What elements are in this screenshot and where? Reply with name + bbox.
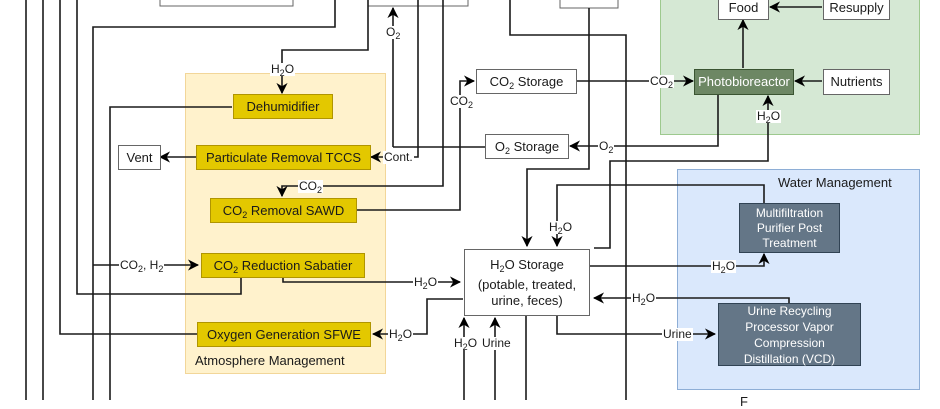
line-oxygen-gen-out (59, 0, 198, 335)
dehumidifier-node[interactable]: Dehumidifier (233, 94, 333, 119)
label-h2o-photobio: H2O (756, 109, 782, 125)
label-h2o-oxygen-gen: H2O (388, 327, 414, 343)
nutrients-node[interactable]: Nutrients (823, 69, 890, 95)
line-cont (369, 0, 419, 163)
resupply-node[interactable]: Resupply (823, 0, 890, 20)
line-h2o-urine-proc (592, 292, 790, 304)
line-h2o-dehumidifier (276, 0, 369, 95)
line-co2-sawd (276, 0, 444, 198)
label-urine-bottom: Urine (481, 336, 512, 350)
co2-reduction-node[interactable]: CO2 Reduction Sabatier (201, 253, 365, 278)
label-co2h2: CO2, H2 (119, 258, 165, 274)
urine-processor-node[interactable]: Urine Recycling Processor Vapor Compress… (718, 303, 861, 366)
particulate-removal-node[interactable]: Particulate Removal TCCS (196, 145, 371, 170)
line-long-right (509, 0, 627, 400)
line-h2o-return (551, 184, 765, 248)
line-top-loop (92, 0, 336, 400)
food-node[interactable]: Food (718, 0, 769, 20)
label-o2-storage: O2 (598, 139, 615, 155)
label-co2-sawd: CO2 (298, 179, 324, 195)
label-co2-photobio: CO2 (649, 74, 675, 90)
label-h2o-return: H2O (548, 220, 574, 236)
line-sabatier-h2o (282, 276, 462, 288)
h2o-storage-line2: (potable, treated, (477, 276, 577, 292)
label-h2o-bottom: H2O (453, 336, 479, 352)
top-box-left (159, 0, 294, 7)
oxygen-generation-node[interactable]: Oxygen Generation SFWE (197, 322, 371, 347)
label-h2o-dehumidifier: H2O (270, 62, 296, 78)
water-management-title: Water Management (778, 175, 892, 190)
connector-lines (25, 0, 822, 400)
label-h2o-multifiltration: H2O (711, 259, 737, 275)
label-urine-out: Urine (662, 327, 693, 341)
vent-node[interactable]: Vent (118, 145, 161, 170)
food-production-group (660, 0, 920, 135)
co2-removal-label: CO2 Removal SAWD (222, 202, 345, 220)
label-h2o-sabatier: H2O (413, 275, 439, 291)
label-cont: Cont. (383, 150, 414, 164)
co2-removal-node[interactable]: CO2 Removal SAWD (210, 198, 357, 223)
co2-storage-label: CO2 Storage (489, 73, 564, 91)
h2o-storage-line3: urine, feces) (491, 292, 563, 308)
line-o2-storage (568, 95, 719, 152)
label-co2-storage-in: CO2 (449, 94, 475, 110)
line-sawd-co2storage (357, 75, 476, 211)
line-sabatier-out (76, 0, 242, 295)
co2-storage-node[interactable]: CO2 Storage (476, 69, 577, 94)
h2o-storage-title: H2O Storage (490, 256, 564, 274)
o2-storage-label: O2 Storage (494, 138, 560, 156)
line-dehumidifier-out (109, 106, 232, 400)
line-into-h2o-storage (521, 8, 590, 248)
o2-storage-node[interactable]: O2 Storage (485, 134, 569, 159)
line-h2o-oxygen-gen (371, 298, 463, 340)
label-o2-up: O2 (385, 25, 402, 41)
photobioreactor-node[interactable]: Photobioreactor (694, 69, 794, 95)
atmosphere-management-title: Atmosphere Management (195, 353, 345, 368)
label-h2o-urine-proc: H2O (631, 291, 657, 307)
line-h2o-photobio (594, 94, 774, 249)
h2o-storage-node[interactable]: H2O Storage (potable, treated, urine, fe… (464, 249, 590, 316)
co2-reduction-label: CO2 Reduction Sabatier (213, 257, 353, 275)
line-h2o-multifiltration (590, 252, 770, 267)
multifiltration-node[interactable]: Multifiltration Purifier Post Treatment (739, 203, 840, 253)
top-box-right (559, 0, 619, 9)
